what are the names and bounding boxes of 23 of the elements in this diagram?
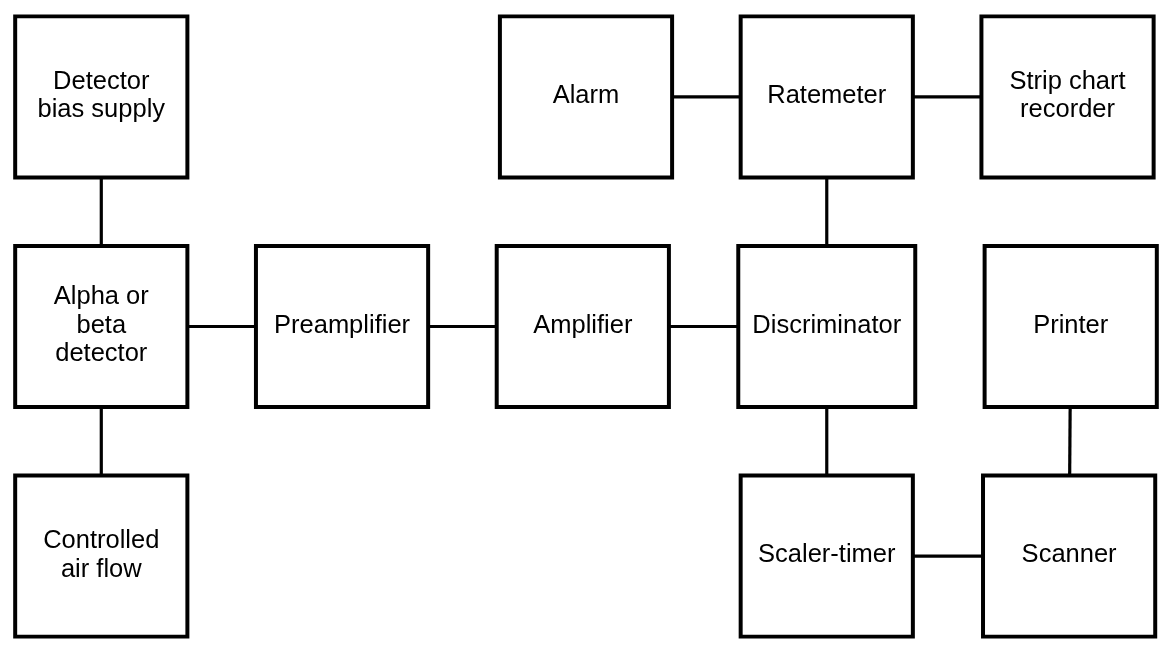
connector	[99, 406, 103, 475]
connector	[428, 324, 497, 328]
connector	[825, 406, 829, 475]
node-box: Detector bias supply	[13, 13, 190, 179]
connector	[913, 94, 982, 98]
node-box: Preamplifier	[253, 243, 431, 409]
connector	[669, 324, 739, 328]
node-box: Printer	[982, 243, 1159, 409]
node-box: Scaler-timer	[738, 473, 915, 639]
connector	[912, 554, 983, 558]
connector	[672, 94, 741, 98]
node-box: Discriminator	[736, 243, 918, 409]
node-box: Alarm	[497, 13, 675, 179]
node-box: Ratemeter	[738, 13, 915, 179]
node-box: Alpha or beta detector	[13, 243, 190, 409]
connector	[187, 324, 256, 328]
node-box: Amplifier	[494, 243, 671, 409]
node-box: Scanner	[981, 473, 1158, 639]
node-box: Controlled air flow	[13, 473, 190, 639]
node-box: Strip chart recorder	[979, 13, 1156, 179]
connector	[1068, 406, 1072, 475]
connector	[99, 177, 103, 245]
connector	[825, 177, 829, 245]
